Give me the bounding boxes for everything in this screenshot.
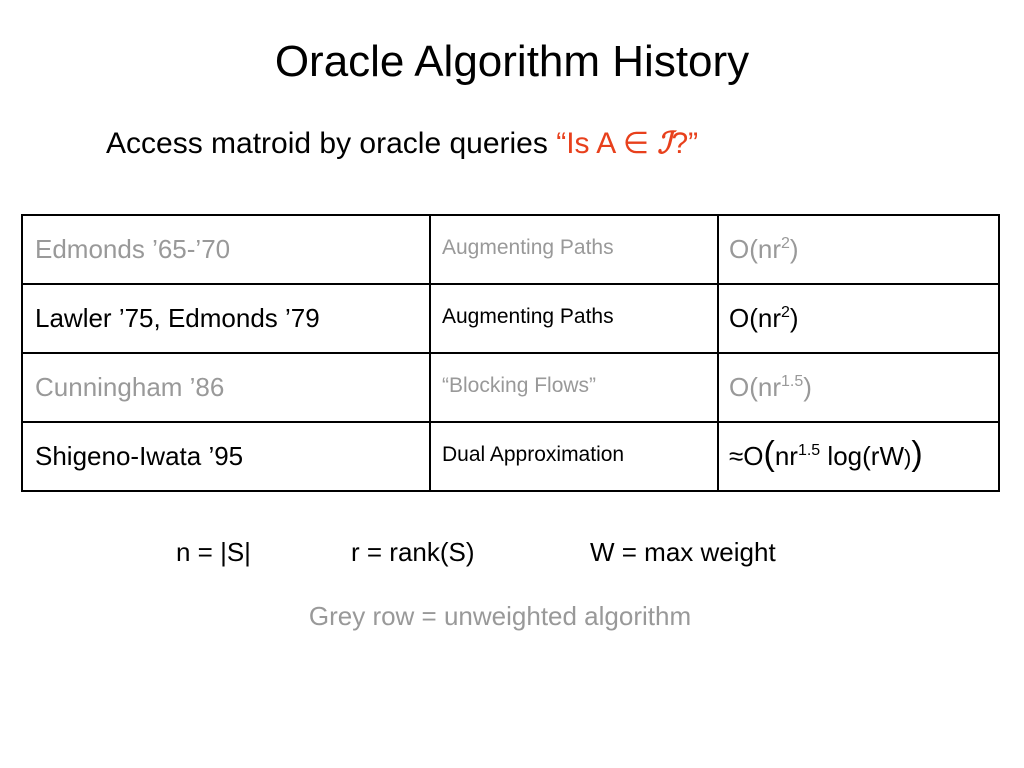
bound-prefix: ≈O (729, 441, 764, 471)
definition-r: r = rank(S) (351, 537, 475, 567)
bound-cell: O(nr2) (717, 283, 1000, 354)
method-cell: Dual Approximation (429, 421, 719, 492)
bound-base: O(nr (729, 234, 781, 264)
bound-cell: ≈O(nr1.5 log(rW)) (717, 421, 1000, 492)
method-cell: Augmenting Paths (429, 283, 719, 354)
author-cell: Shigeno-Iwata ’95 (21, 421, 431, 492)
bound-open-paren: ( (763, 435, 775, 473)
oracle-query: “Is A ∈ ℐ?” (556, 126, 699, 161)
author-cell: Lawler ’75, Edmonds ’79 (21, 283, 431, 354)
algorithm-history-table: Edmonds ’65-’70 Augmenting Paths O(nr2) … (21, 214, 1000, 492)
bound-exponent: 2 (781, 304, 790, 321)
subtitle-text: Access matroid by oracle queries (106, 127, 557, 160)
table-row: Lawler ’75, Edmonds ’79 Augmenting Paths… (21, 283, 1000, 354)
bound-tail: ) (789, 234, 799, 264)
bound-base: nr (774, 441, 798, 471)
method-cell: “Blocking Flows” (429, 352, 719, 423)
oracle-query-close: ?” (671, 127, 699, 160)
bound-cell: O(nr2) (717, 214, 1000, 285)
bound-tail: ) (803, 372, 812, 402)
grey-row-note: Grey row = unweighted algorithm (308, 601, 692, 631)
author-cell: Cunningham ’86 (21, 352, 431, 423)
bound-base: O(nr (729, 303, 781, 333)
definition-w: W = max weight (590, 537, 776, 567)
table-row: Shigeno-Iwata ’95 Dual Approximation ≈O(… (21, 421, 1000, 492)
bound-exponent: 2 (781, 235, 790, 252)
independent-sets-symbol: ℐ (657, 126, 672, 161)
author-cell: Edmonds ’65-’70 (21, 214, 431, 285)
bound-exponent: 1.5 (797, 442, 821, 459)
table-row: Edmonds ’65-’70 Augmenting Paths O(nr2) (21, 214, 1000, 285)
bound-base: O(nr (729, 372, 781, 402)
table-row: Cunningham ’86 “Blocking Flows” O(nr1.5) (21, 352, 1000, 423)
bound-tail: ) (789, 303, 799, 333)
slide-title: Oracle Algorithm History (274, 37, 750, 86)
bound-log: log(rW (820, 441, 904, 471)
bound-exponent: 1.5 (781, 373, 804, 390)
method-cell: Augmenting Paths (429, 214, 719, 285)
bound-close-paren: ) (911, 435, 923, 473)
slide-subtitle: Access matroid by oracle queries “Is A ∈… (106, 122, 986, 166)
definition-n: n = |S| (176, 537, 251, 567)
bound-inner-close-paren: ) (903, 445, 912, 470)
oracle-query-open: “Is A ∈ (556, 127, 658, 160)
bound-cell: O(nr1.5) (717, 352, 1000, 423)
